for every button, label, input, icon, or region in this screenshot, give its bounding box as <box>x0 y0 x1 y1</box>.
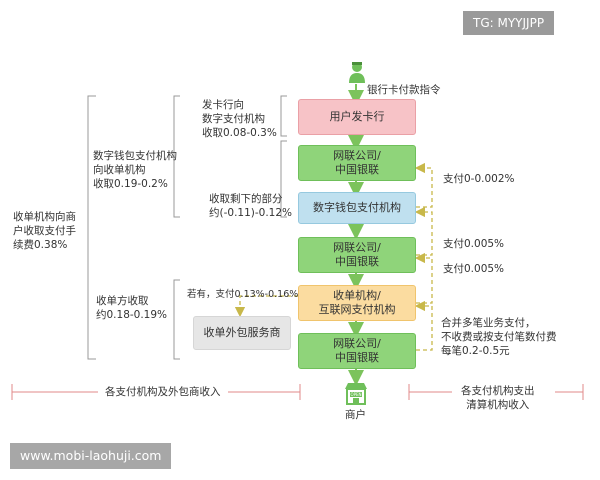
open-sign: OPEN <box>350 392 362 397</box>
merchant-label: 商户 <box>345 409 366 421</box>
union-box-2: 网联公司/ 中国银联 <box>298 237 416 273</box>
bottom-right-label: 各支付机构支出 清算机构收入 <box>461 385 535 411</box>
outsource-fee-label: 若有，支付0.13%-0.16% <box>187 289 299 300</box>
fee-label-3: 支付0.005% <box>443 263 505 275</box>
union-box-3: 网联公司/ 中国银联 <box>298 333 416 369</box>
total-fee-label: 收单机构向商 户收取支付手 续费0.38% <box>13 211 76 251</box>
watermark-bottom: www.mobi-laohuji.com <box>10 443 172 469</box>
outsource-box: 收单外包服务商 <box>193 316 291 350</box>
fee-label-4: 合并多笔业务支付， 不收费或按支付笔数付费 每笔0.2-0.5元 <box>441 317 557 357</box>
instruction-label: 银行卡付款指令 <box>367 84 441 96</box>
fee-label-1: 支付0-0.002% <box>443 173 515 185</box>
fee-label-2: 支付0.005% <box>443 238 505 250</box>
union-box-1: 网联公司/ 中国银联 <box>298 145 416 181</box>
user-icon <box>347 60 367 84</box>
remaining-fee-label: 收取剩下的部分 约(-0.11)-0.12% <box>209 193 293 219</box>
issuer-bank-box: 用户发卡行 <box>298 99 416 135</box>
shop-icon: OPEN <box>343 380 369 406</box>
wallet-group-label: 数字钱包支付机构 向收单机构 收取0.19-0.2% <box>93 150 177 190</box>
acquirer-fee-label: 收单方收取 约0.18-0.19% <box>96 295 168 321</box>
watermark-top: TG: MYYJJPP <box>463 11 555 35</box>
issuer-fee-label: 发卡行向 数字支付机构 收取0.08-0.3% <box>202 99 277 139</box>
bottom-left-label: 各支付机构及外包商收入 <box>105 386 221 398</box>
wallet-box: 数字钱包支付机构 <box>298 192 416 224</box>
acquirer-box: 收单机构/ 互联网支付机构 <box>298 285 416 321</box>
